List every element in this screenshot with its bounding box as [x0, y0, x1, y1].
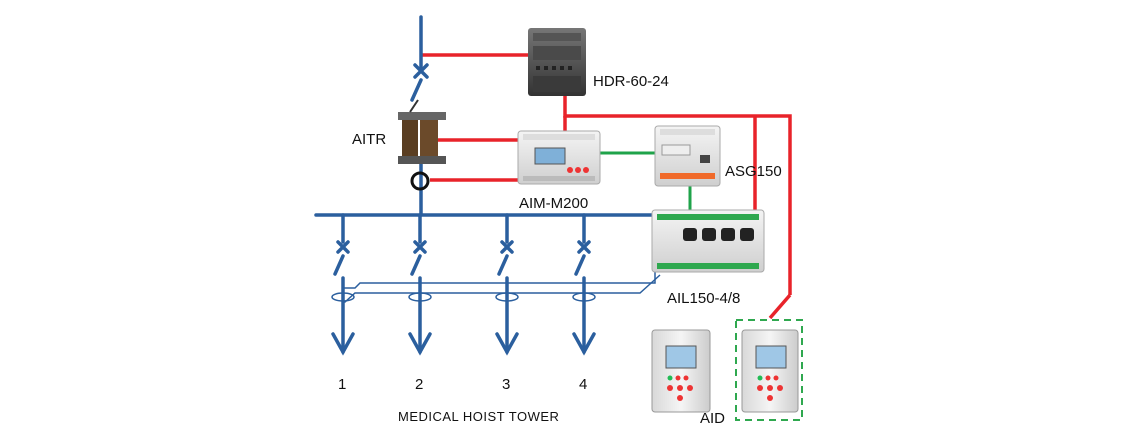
ct-feeder-2	[408, 292, 432, 302]
psu-device	[528, 28, 586, 96]
feeder-1	[331, 213, 355, 356]
comm-wiring	[600, 151, 692, 212]
sensing-loop	[331, 270, 661, 303]
ct-feeder-1	[331, 292, 355, 302]
ct-feeder-4	[572, 292, 596, 302]
aid-highlight-box	[735, 319, 803, 421]
feeder-2-number: 2	[415, 376, 424, 393]
asg150-label: ASG150	[725, 163, 782, 180]
ct-feeder-3	[495, 292, 519, 302]
ail150-device	[651, 209, 765, 273]
psu-output-wire	[563, 95, 792, 295]
aitr-transformer-device	[398, 99, 446, 164]
bus-to-aid-wire	[768, 293, 792, 320]
caption: MEDICAL HOIST TOWER	[398, 409, 560, 424]
feeders	[331, 213, 596, 356]
feeder-4	[572, 213, 596, 356]
aim-m200-device	[517, 130, 601, 185]
current-transformer-ring	[410, 171, 430, 191]
asg150-device	[654, 125, 721, 187]
power-wiring	[421, 53, 792, 320]
psu-label: HDR-60-24	[593, 73, 669, 90]
aid-device-2	[741, 329, 799, 413]
aid-device-1	[651, 329, 711, 413]
feeder-3	[495, 213, 519, 356]
feeder-3-number: 3	[502, 376, 511, 393]
aitr-label: AITR	[352, 131, 387, 148]
incoming-breaker-mark-b	[413, 63, 429, 79]
feeder-1-number: 1	[338, 376, 347, 393]
ail150-label: AIL150-4/8	[667, 290, 741, 307]
main-line	[314, 15, 657, 217]
feeder-4-number: 4	[579, 376, 588, 393]
sensing-loop-lower	[343, 274, 661, 303]
feeder-2	[408, 213, 432, 356]
incoming-breaker-blade	[410, 78, 423, 102]
aid-label: AID	[700, 410, 726, 427]
aim-m200-label: AIM-M200	[519, 195, 589, 212]
